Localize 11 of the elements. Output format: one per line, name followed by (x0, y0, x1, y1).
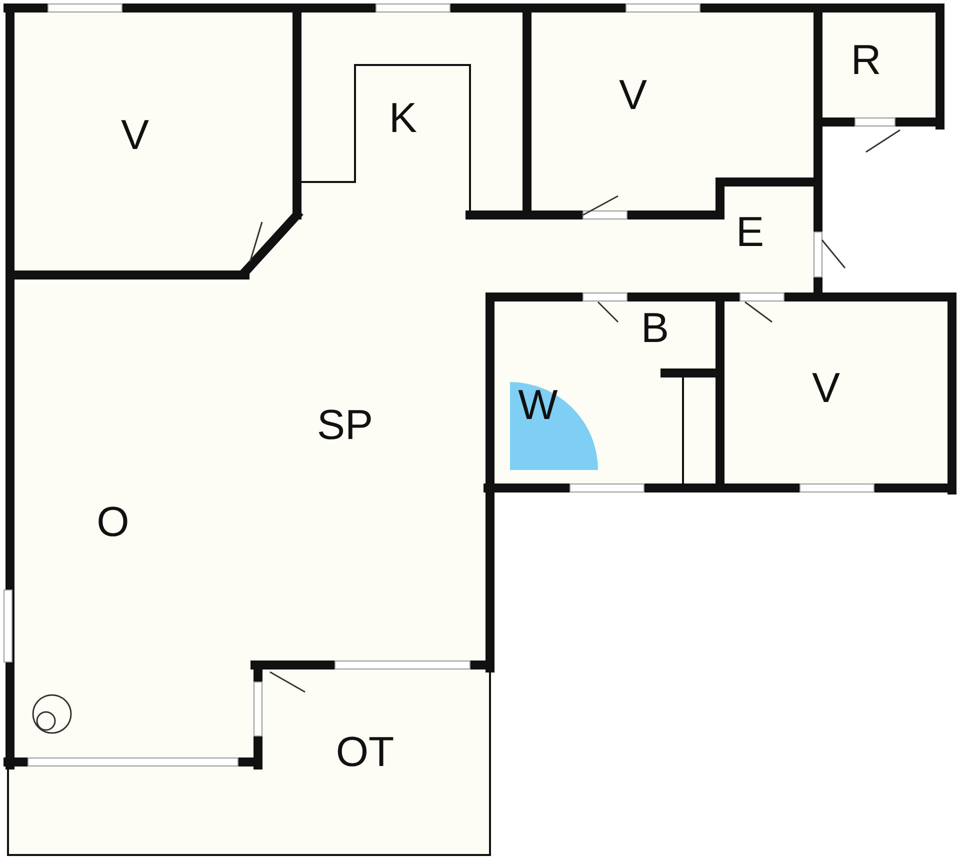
room-label: O (96, 501, 130, 543)
room-label: E (736, 211, 764, 253)
room-label: V (619, 74, 647, 116)
room-label: SP (316, 404, 374, 446)
room-label: OT (336, 731, 394, 773)
room-label: R (850, 39, 882, 81)
room-label: V (812, 367, 840, 409)
room-label: K (389, 97, 417, 139)
room-label: W (518, 384, 558, 426)
room-label: B (641, 307, 669, 349)
room-label: V (121, 114, 149, 156)
